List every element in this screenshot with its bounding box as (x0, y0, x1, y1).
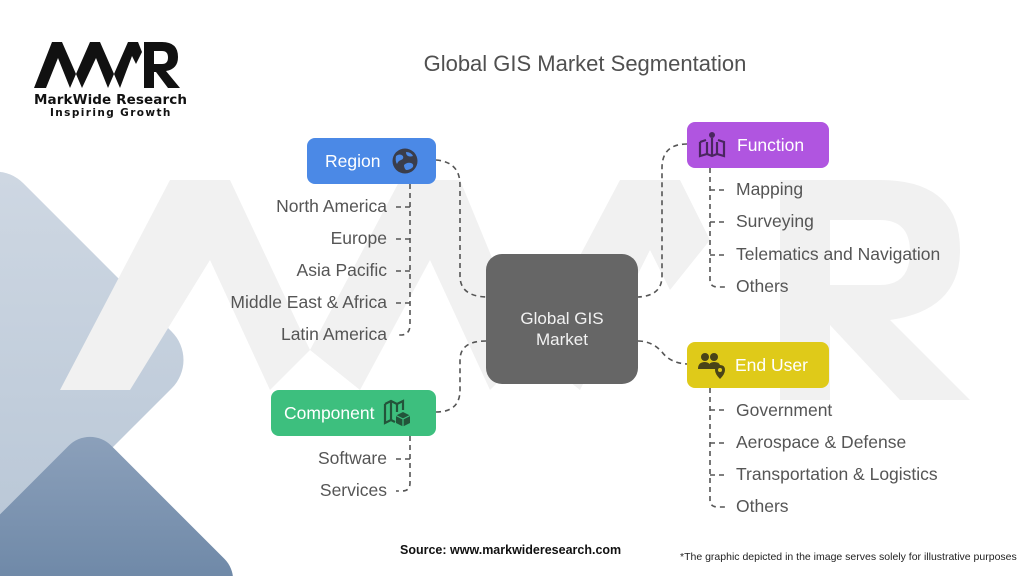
function-item-telematics-navigation: Telematics and Navigation (736, 244, 941, 264)
function-label: Function (737, 134, 805, 155)
source-citation: Source: www.markwideresearch.com (400, 543, 622, 557)
region-item-middle-east-africa: Middle East & Africa (230, 292, 387, 312)
users-location-icon (697, 350, 727, 380)
brand-name: MarkWide Research (34, 92, 188, 108)
component-item-services: Services (319, 480, 387, 500)
end-user-item-government: Government (736, 400, 833, 420)
function-item-others: Others (736, 276, 789, 296)
component-item-software: Software (317, 448, 387, 468)
category-pill-component: Component (271, 390, 436, 436)
region-item-europe: Europe (330, 228, 387, 248)
function-item-surveying: Surveying (736, 211, 814, 231)
end-user-label: End User (735, 354, 808, 375)
end-user-item-others: Others (736, 496, 789, 516)
globe-icon (390, 146, 420, 176)
center-node-line1: Global GIS (520, 309, 604, 328)
region-item-north-america: North America (276, 196, 387, 216)
end-user-item-aerospace-defense: Aerospace & Defense (736, 432, 907, 452)
disclaimer-note: *The graphic depicted in the image serve… (680, 551, 1017, 563)
component-label: Component (284, 402, 375, 423)
end-user-item-transportation-logistics: Transportation & Logistics (736, 464, 938, 484)
region-label: Region (325, 150, 381, 171)
center-node-line2: Market (536, 330, 588, 349)
map-pin-book-icon (697, 130, 727, 160)
mwr-logo-icon (34, 42, 180, 88)
category-pill-end-user: End User (687, 342, 829, 388)
page-title: Global GIS Market Segmentation (423, 51, 747, 76)
function-item-mapping: Mapping (736, 179, 804, 199)
category-pill-function: Function (687, 122, 829, 168)
brand-logo: MarkWide Research Inspiring Growth (30, 38, 190, 119)
brand-tagline: Inspiring Growth (50, 107, 172, 119)
map-cube-icon (382, 398, 412, 428)
region-item-latin-america: Latin America (280, 324, 387, 344)
center-node-global-gis-market: Global GIS Market (486, 254, 638, 384)
region-item-asia-pacific: Asia Pacific (296, 260, 387, 280)
category-pill-region: Region (307, 138, 436, 184)
